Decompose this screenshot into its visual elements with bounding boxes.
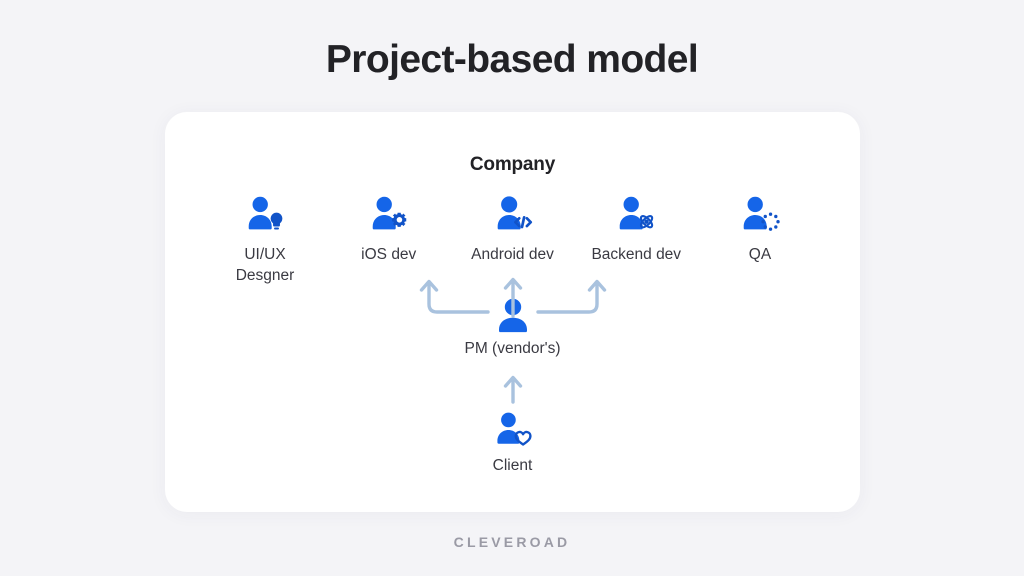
team-node-label: UI/UX Desgner: [235, 246, 295, 284]
team-node-android-dev[interactable]: Android dev: [453, 192, 573, 265]
person-atom-icon: [613, 192, 659, 238]
team-node-label: Android dev: [471, 246, 554, 263]
person-dotted-circle-icon: [737, 192, 783, 238]
arrow-up-icon: [503, 277, 522, 318]
client-node-label: Client: [492, 457, 533, 474]
team-node-backend-dev[interactable]: Backend dev: [576, 192, 696, 265]
client-node[interactable]: Client: [165, 374, 860, 475]
team-node-label: iOS dev: [361, 246, 417, 263]
team-node-label: QA: [748, 246, 772, 263]
footer-brand: CLEVEROAD: [453, 534, 571, 550]
page-title: Project-based model: [325, 38, 699, 81]
card-heading: Company: [469, 154, 556, 175]
person-lightbulb-icon: [242, 192, 288, 238]
team-node-uiux-designer[interactable]: UI/UX Desgner: [205, 192, 325, 286]
team-node-label: Backend dev: [591, 246, 682, 263]
pm-node-label: PM (vendor's): [464, 340, 561, 357]
arrow-up-icon: [502, 374, 524, 404]
team-node-ios-dev[interactable]: iOS dev: [329, 192, 449, 265]
pm-node[interactable]: PM (vendor's): [165, 272, 860, 358]
company-card: Company UI/UX Desgner: [165, 112, 860, 512]
team-row: UI/UX Desgner iOS dev: [205, 192, 820, 286]
team-node-qa[interactable]: QA: [700, 192, 820, 265]
person-heart-icon: [491, 408, 535, 452]
person-code-icon: [490, 192, 536, 238]
person-gear-icon: [366, 192, 412, 238]
arrow-elbow-right-up-icon: [535, 279, 606, 314]
pm-arrow-group: [413, 272, 613, 334]
arrow-elbow-left-up-icon: [419, 279, 490, 314]
